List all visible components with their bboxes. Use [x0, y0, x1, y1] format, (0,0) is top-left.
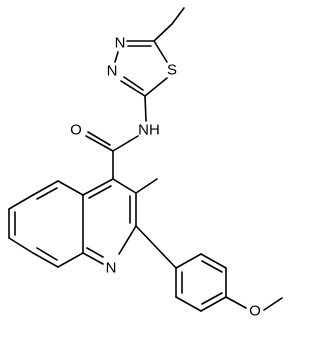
bond-c2-nh — [144, 95, 147, 122]
bond-n1-c8a-double — [86, 247, 104, 258]
bond-aryl-a4-a5-double — [201, 292, 223, 305]
atom-methoxy-o-label: O — [249, 303, 261, 320]
atom-nh-label: NH — [138, 122, 160, 139]
bond-c5-c6 — [32, 180, 59, 196]
bond-c8a-ring-close — [57, 252, 84, 268]
atom-quinoline-n-label: N — [106, 260, 117, 277]
bond-aryl-methoxy-o — [225, 296, 247, 309]
bond-methoxy-o-ch3 — [263, 297, 283, 311]
bond-c4a-c4 — [82, 178, 114, 196]
bond-n3-c2 — [120, 80, 146, 97]
bond-c4a-c5 — [57, 180, 84, 196]
bond-c5-c6-double — [36, 187, 58, 200]
bond-s-c5 — [153, 40, 168, 63]
bond-c2q-n1 — [118, 225, 137, 255]
bond-c3-methyl — [135, 178, 158, 194]
bond-n1-c8a — [82, 252, 104, 265]
bond-carbonyl-o-double — [87, 131, 111, 146]
bond-ethyl-ch2-c5 — [153, 23, 173, 42]
bond-c6-c7 — [8, 194, 34, 210]
bond-c8x-c8a — [32, 252, 59, 268]
bond-c8x-c8a-double — [36, 247, 58, 261]
bond-aryl-a4-a5 — [200, 296, 227, 312]
atom-carbonyl-o-label: O — [70, 122, 82, 139]
bond-c4-c3 — [112, 178, 137, 194]
bond-nh-carbonyl — [112, 135, 139, 152]
bond-c2q-aryl — [135, 225, 177, 269]
atom-s-label: S — [167, 62, 177, 79]
bond-n4-n3 — [114, 51, 119, 63]
bond-aryl-a2-a3-double — [201, 260, 223, 273]
bond-n3-c2-double — [123, 76, 144, 91]
bond-c8-c8x — [8, 237, 34, 254]
bond-carbonyl-o — [85, 135, 114, 152]
bond-c4a-c4-double — [88, 185, 112, 199]
atom-n3-label: N — [107, 63, 118, 80]
bond-aryl-a5-a6 — [175, 296, 202, 312]
bond-ethyl-ch3-ch2 — [171, 7, 185, 25]
bond-c2-s — [144, 77, 168, 97]
bond-aryl-a2-a3 — [200, 253, 227, 269]
atom-n4-label: N — [115, 35, 126, 52]
bond-aryl-a1-a2 — [175, 253, 202, 269]
